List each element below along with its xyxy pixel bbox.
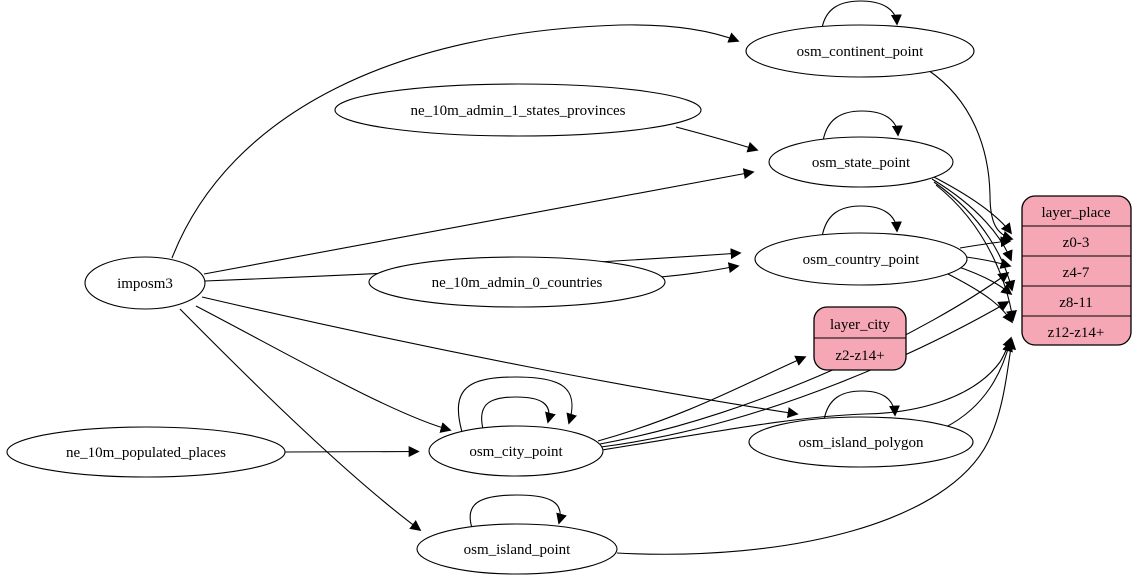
edge-osm_city_point-layer_place-z8-11 bbox=[600, 301, 1010, 448]
layer_place-row-z0-3: z0-3 bbox=[1063, 235, 1090, 251]
imposm3-label: imposm3 bbox=[117, 276, 173, 292]
node-imposm3: imposm3 bbox=[84, 256, 206, 310]
node-layer: imposm3 ne_10m_admin_1_states_provinces … bbox=[6, 24, 1132, 575]
edge-osm_continent_point-layer_place-z0-3 bbox=[927, 69, 1014, 242]
osm_continent_point-label: osm_continent_point bbox=[797, 44, 924, 60]
osm_state_point-ellipse bbox=[768, 136, 954, 188]
osm_island_point-ellipse bbox=[416, 523, 618, 575]
edge-osm_city_point-layer_place-z12-z14 bbox=[601, 336, 1013, 451]
node-ne_10m_populated_places: ne_10m_populated_places bbox=[6, 426, 286, 478]
osm_country_point-label: osm_country_point bbox=[803, 252, 920, 268]
edge-imposm3-osm_island_polygon bbox=[201, 296, 799, 419]
node-osm_island_polygon: osm_island_polygon bbox=[748, 416, 974, 468]
layer_place-row-z4-7: z4-7 bbox=[1063, 265, 1090, 281]
layer_place-box bbox=[1021, 195, 1132, 346]
edge-osm_state_point-layer_place-z0-3 bbox=[929, 174, 1012, 235]
ne_10m_admin_0_countries-ellipse bbox=[368, 256, 666, 308]
layer_city-title: layer_city bbox=[830, 317, 890, 333]
record-layer_city: layer_city z2-z14+ bbox=[813, 306, 907, 371]
self-loop-outer-osm_city_point bbox=[457, 376, 577, 433]
edge-osm_island_point-layer_place-z12-z14 bbox=[616, 338, 1017, 555]
node-ne_10m_admin_1_states_provinces: ne_10m_admin_1_states_provinces bbox=[334, 83, 702, 137]
osm_city_point-label: osm_city_point bbox=[469, 444, 563, 460]
osm_state_point-label: osm_state_point bbox=[812, 155, 911, 171]
edge-osm_island_polygon-layer_place-z12-z14 bbox=[945, 340, 1013, 428]
node-osm_state_point: osm_state_point bbox=[768, 136, 954, 188]
node-ne_10m_admin_0_countries: ne_10m_admin_0_countries bbox=[368, 256, 666, 308]
edge-imposm3-osm_continent_point bbox=[171, 24, 740, 259]
node-osm_country_point: osm_country_point bbox=[754, 232, 968, 286]
edge-osm_country_point-layer_place-z0-3 bbox=[959, 236, 1012, 249]
self-loop-osm_continent_point bbox=[821, 0, 902, 29]
layer_place-title: layer_place bbox=[1041, 205, 1110, 221]
edge-osm_state_point-layer_place-z12-z14 bbox=[935, 184, 1017, 322]
node-osm_city_point: osm_city_point bbox=[428, 425, 604, 477]
ne_10m_admin_1_states_provinces-label: ne_10m_admin_1_states_provinces bbox=[411, 103, 626, 119]
edge-osm_country_point-layer_place-z12-z14 bbox=[943, 271, 1013, 324]
imposm3-ellipse bbox=[84, 256, 206, 310]
record-layer_place: layer_place z0-3 z4-7 z8-11 z12-z14+ bbox=[1021, 195, 1132, 346]
self-loop-osm_state_point bbox=[822, 110, 903, 142]
self-loop-inner-osm_city_point bbox=[481, 396, 556, 430]
edge-ne_10m_admin_1_states_provinces-osm_state_point bbox=[675, 126, 759, 153]
ne_10m_populated_places-label: ne_10m_populated_places bbox=[66, 445, 226, 461]
layer_place-row-z8-11: z8-11 bbox=[1059, 295, 1093, 311]
node-osm_continent_point: osm_continent_point bbox=[745, 24, 975, 78]
ne_10m_admin_0_countries-label: ne_10m_admin_0_countries bbox=[432, 275, 603, 291]
ne_10m_admin_1_states_provinces-ellipse bbox=[334, 83, 702, 137]
self-loop-osm_island_polygon bbox=[823, 390, 900, 421]
self-loop-osm_island_point bbox=[469, 494, 567, 529]
edge-osm_country_point-layer_place-z8-11 bbox=[955, 265, 1013, 296]
edge-ne_10m_populated_places-osm_city_point bbox=[284, 446, 420, 458]
layer_place-row-z12-z14: z12-z14+ bbox=[1048, 325, 1105, 341]
edge-imposm3-osm_island_point bbox=[179, 308, 422, 531]
osm_continent_point-ellipse bbox=[745, 24, 975, 78]
osm_island_polygon-ellipse bbox=[748, 416, 974, 468]
layer_city-row-z2-z14: z2-z14+ bbox=[835, 348, 884, 364]
ne_10m_populated_places-ellipse bbox=[6, 426, 286, 478]
edge-imposm3-osm_city_point bbox=[195, 305, 452, 433]
edge-osm_city_point-layer_city-z2-z14 bbox=[597, 355, 807, 442]
osm_island_point-label: osm_island_point bbox=[464, 542, 572, 558]
node-osm_island_point: osm_island_point bbox=[416, 523, 618, 575]
osm_city_point-ellipse bbox=[428, 425, 604, 477]
edge-osm_state_point-layer_place-z4-7 bbox=[931, 178, 1013, 262]
edge-layer bbox=[171, 0, 1017, 555]
edge-imposm3-osm_state_point bbox=[203, 168, 755, 275]
edge-osm_country_point-layer_place-z4-7 bbox=[965, 256, 1012, 269]
osm_country_point-ellipse bbox=[754, 232, 968, 286]
edge-ne_10m_admin_0_countries-osm_country_point bbox=[659, 262, 740, 278]
self-loop-osm_country_point bbox=[821, 205, 902, 238]
osm_island_polygon-label: osm_island_polygon bbox=[798, 435, 924, 451]
